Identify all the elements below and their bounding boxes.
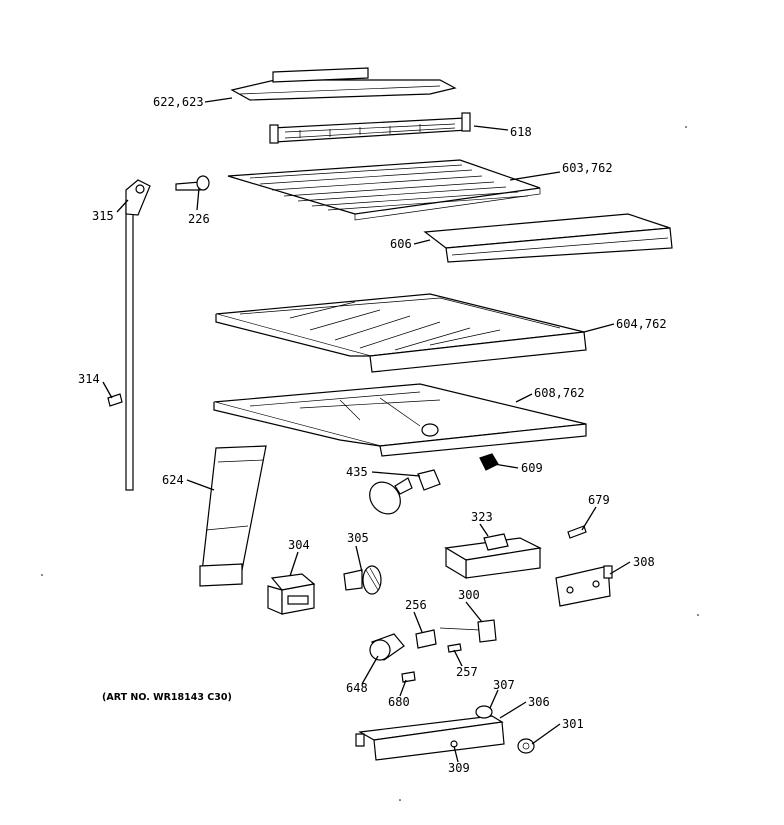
- part-screw-679: [567, 525, 587, 539]
- label-608-762: 608,762: [534, 386, 585, 400]
- label-603-762: 603,762: [562, 161, 613, 175]
- part-300: [439, 619, 497, 643]
- label-604-762: 604,762: [616, 317, 667, 331]
- label-301: 301: [562, 717, 584, 731]
- scan-specks: [41, 126, 699, 801]
- label-308: 308: [633, 555, 655, 569]
- part-shelf-603-762: [227, 159, 541, 221]
- part-shelf-604-762: [215, 293, 587, 373]
- part-tray-608-762: [213, 383, 587, 457]
- leader-lines: [102, 97, 631, 763]
- label-435: 435: [346, 465, 368, 479]
- label-618: 618: [510, 125, 532, 139]
- part-pin-226: [175, 175, 210, 191]
- label-314: 314: [78, 372, 100, 386]
- part-nut-301: [517, 738, 535, 754]
- part-block-304: [267, 573, 316, 615]
- part-rod-315: [125, 179, 151, 491]
- part-cover-606: [423, 213, 673, 263]
- part-rail-618: [269, 112, 471, 144]
- part-609: [479, 453, 499, 471]
- part-box-323: [444, 533, 542, 580]
- part-labels: 622,623 618 603,762 315 226 606 604,762 …: [78, 95, 667, 775]
- part-knob-305: [343, 565, 382, 595]
- part-screw-257: [447, 643, 462, 653]
- label-256: 256: [405, 598, 427, 612]
- art-number: (ART NO. WR18143 C30): [102, 692, 232, 703]
- label-306: 306: [528, 695, 550, 709]
- label-679: 679: [588, 493, 610, 507]
- label-648: 648: [346, 681, 368, 695]
- part-bracket-306: [355, 705, 505, 761]
- part-switch-256: [415, 629, 437, 649]
- label-609: 609: [521, 461, 543, 475]
- label-226: 226: [188, 212, 210, 226]
- label-315: 315: [92, 209, 114, 223]
- label-257: 257: [456, 665, 478, 679]
- part-screw-680: [401, 671, 416, 683]
- label-304: 304: [288, 538, 310, 552]
- part-648: [369, 633, 405, 661]
- label-309: 309: [448, 761, 470, 775]
- part-bracket-308: [555, 565, 613, 607]
- part-bulb-435: [369, 469, 441, 515]
- label-624: 624: [162, 473, 184, 487]
- label-622-623: 622,623: [153, 95, 204, 109]
- label-300: 300: [458, 588, 480, 602]
- label-323: 323: [471, 510, 493, 524]
- part-panel-624: [199, 445, 267, 587]
- label-606: 606: [390, 237, 412, 251]
- label-305: 305: [347, 531, 369, 545]
- label-680: 680: [388, 695, 410, 709]
- label-307: 307: [493, 678, 515, 692]
- part-cover-622-623: [230, 67, 457, 101]
